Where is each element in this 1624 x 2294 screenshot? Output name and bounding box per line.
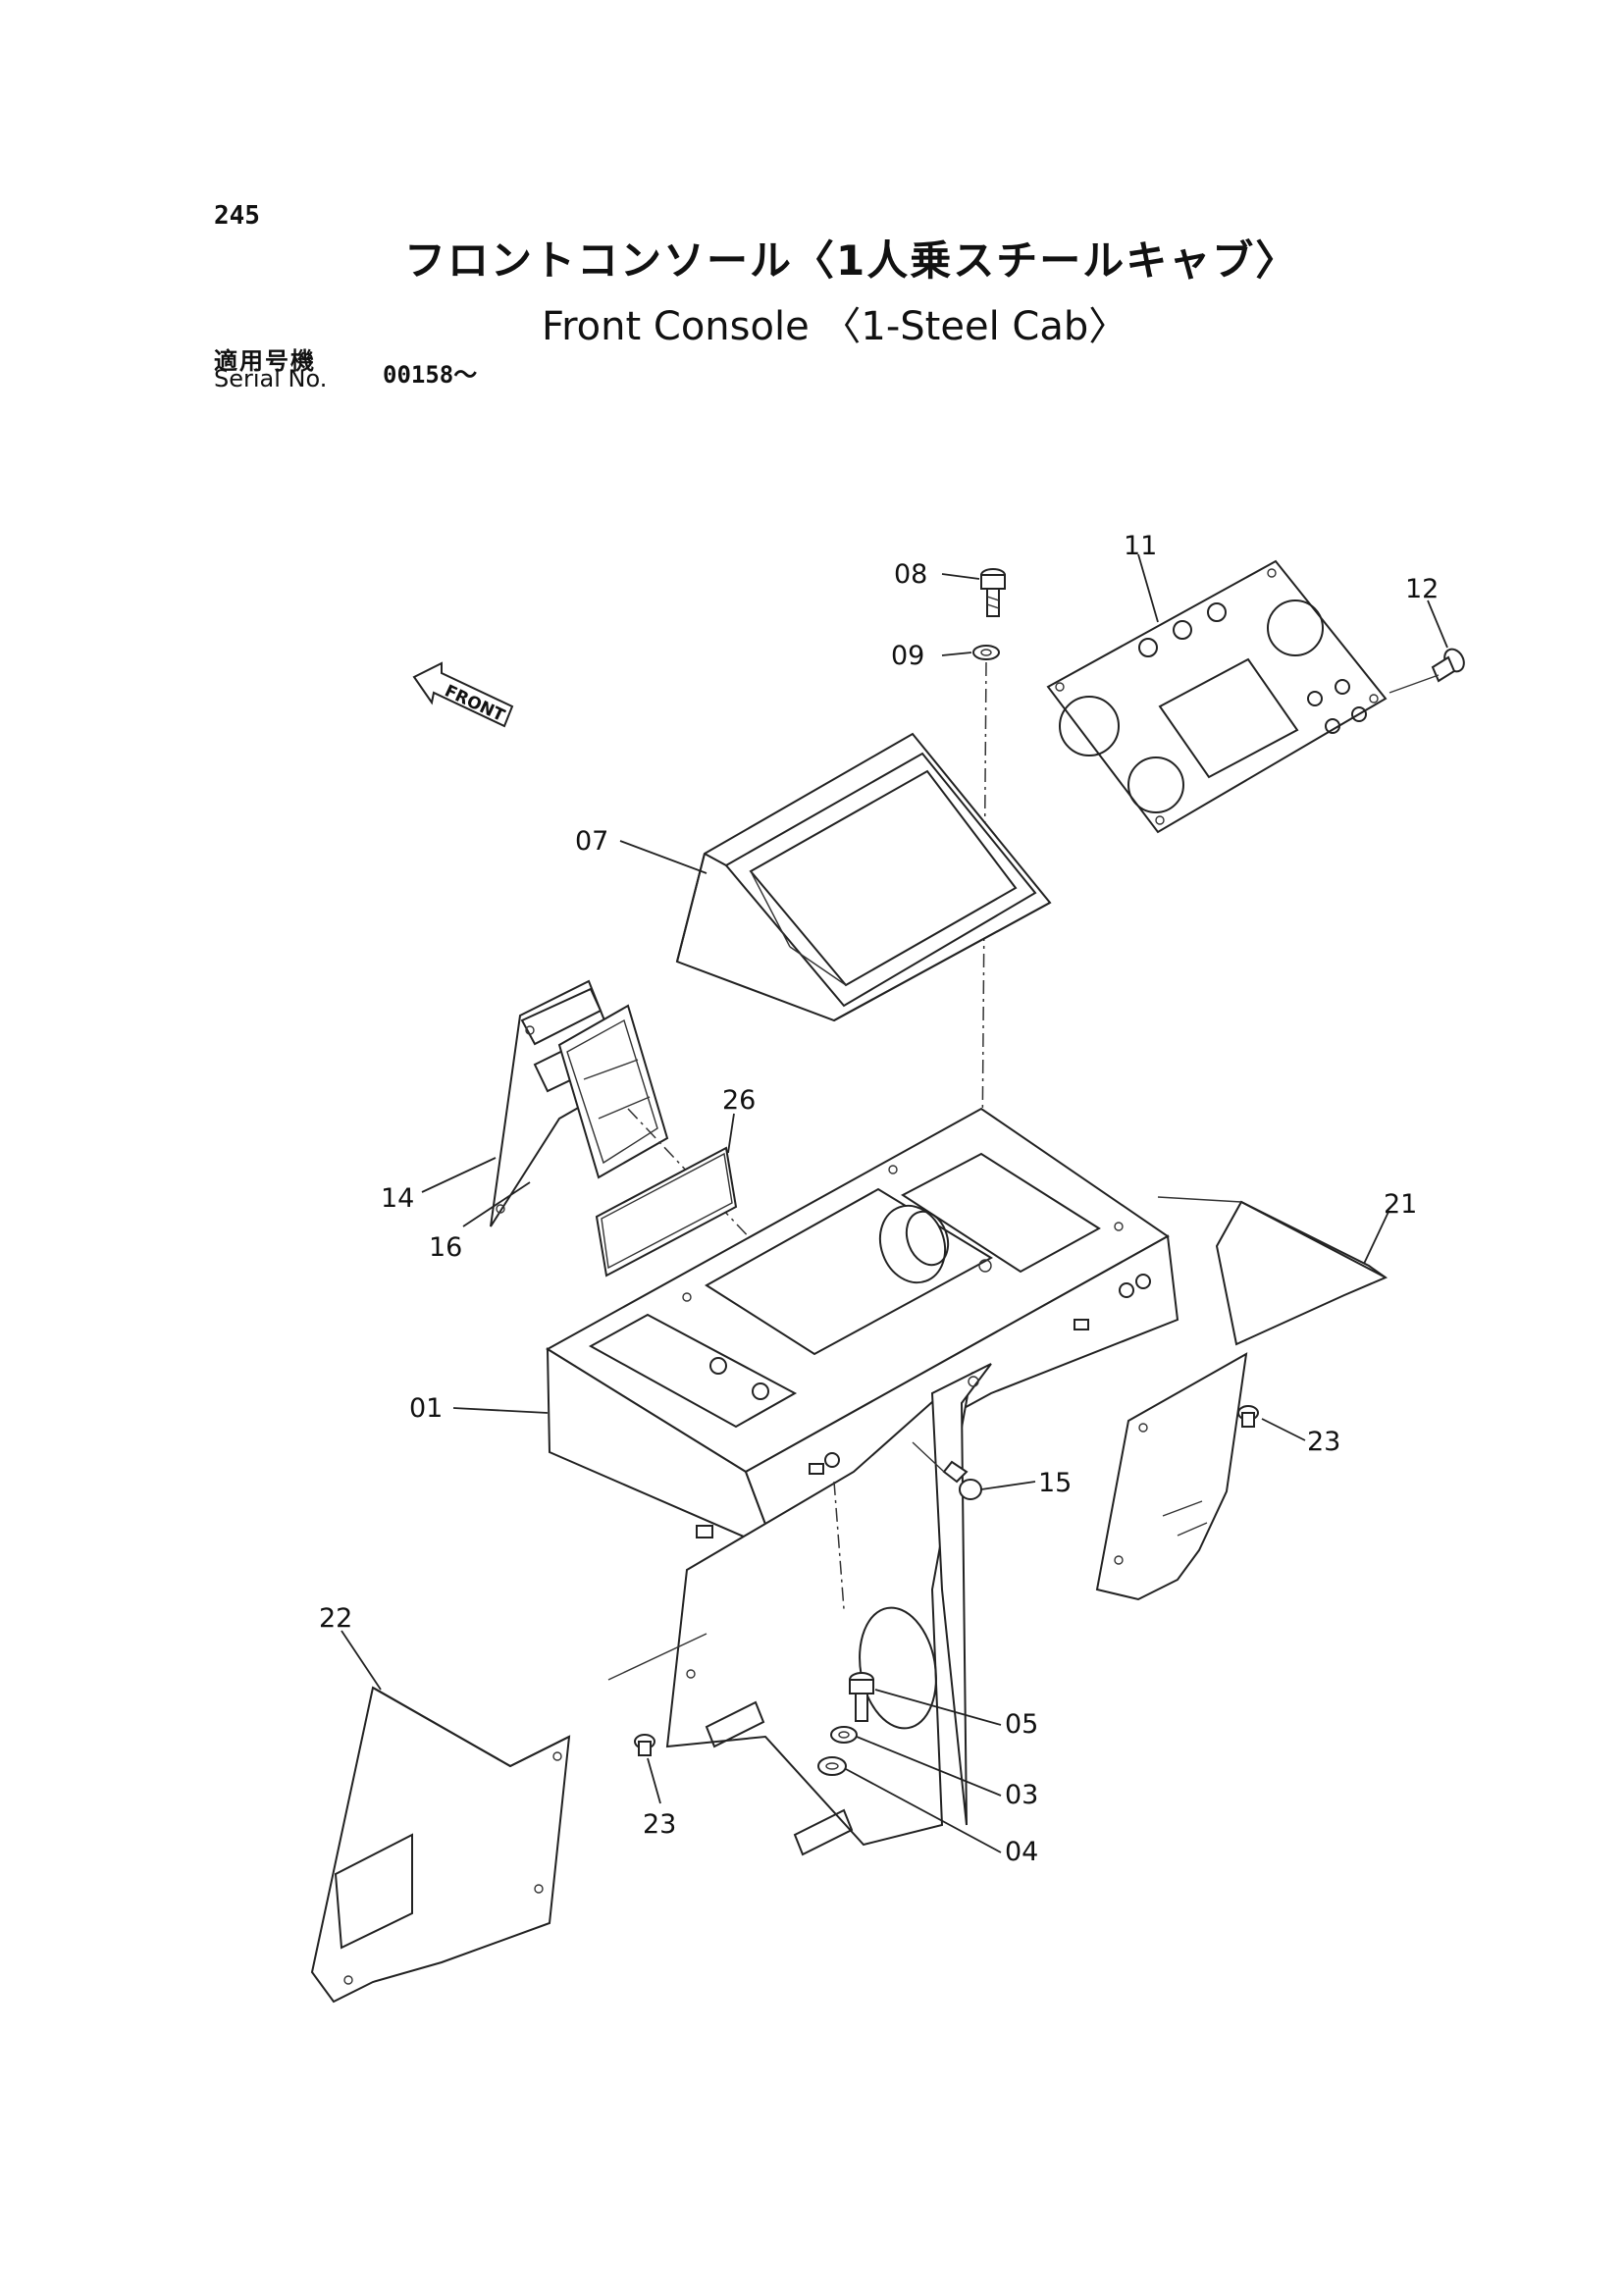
leader-lines xyxy=(341,553,1448,1853)
washer-03-drawing xyxy=(830,1726,858,1744)
bolt-05-drawing xyxy=(849,1672,874,1722)
page-title-japanese: フロントコンソール〈1人乗スチールキャブ〉 xyxy=(404,236,1299,285)
part-label: 07 xyxy=(575,826,608,857)
part-label: 22 xyxy=(319,1603,352,1634)
part-label: 01 xyxy=(409,1393,443,1424)
serial-label-japanese: 適用号機 xyxy=(214,347,316,375)
bolt-08-drawing xyxy=(980,568,1006,617)
part-label: 08 xyxy=(894,559,927,590)
part-label: 12 xyxy=(1405,574,1439,604)
page-number: 245 xyxy=(214,201,260,231)
part-label: 16 xyxy=(429,1232,462,1263)
foam-block-26 xyxy=(595,1146,738,1277)
part-label: 14 xyxy=(381,1183,414,1214)
part-label: 26 xyxy=(722,1085,756,1116)
part-label: 23 xyxy=(1307,1427,1340,1457)
screw-12-drawing xyxy=(1388,648,1465,694)
part-label: 05 xyxy=(1005,1709,1038,1740)
part-label: 04 xyxy=(1005,1837,1038,1867)
washer-04-drawing xyxy=(817,1756,847,1776)
part-label: 09 xyxy=(891,641,924,671)
serial-label-english: Serial No. xyxy=(214,365,328,392)
part-label: 15 xyxy=(1038,1468,1072,1498)
side-cover-21 xyxy=(1095,1196,1388,1601)
page-title-english: Front Console 〈1-Steel Cab〉 xyxy=(542,304,1128,349)
washer-09-drawing xyxy=(972,645,1000,660)
part-label: 23 xyxy=(643,1809,676,1840)
screw-23-right-drawing xyxy=(1237,1405,1259,1428)
screw-15-drawing xyxy=(912,1441,982,1500)
part-label: 03 xyxy=(1005,1780,1038,1810)
screw-23-left-drawing xyxy=(634,1734,655,1756)
filter-pad-16 xyxy=(557,1004,669,1179)
part-label: 21 xyxy=(1384,1189,1417,1220)
console-hood-07 xyxy=(675,732,1052,1022)
serial-number-value: 00158～ xyxy=(383,361,478,389)
side-cover-22 xyxy=(310,1633,707,2004)
instrument-panel-plate-11 xyxy=(1046,559,1388,834)
front-arrow-icon: FRONT xyxy=(412,661,514,728)
part-label: 11 xyxy=(1124,531,1157,561)
console-body-01 xyxy=(546,1107,1179,1856)
